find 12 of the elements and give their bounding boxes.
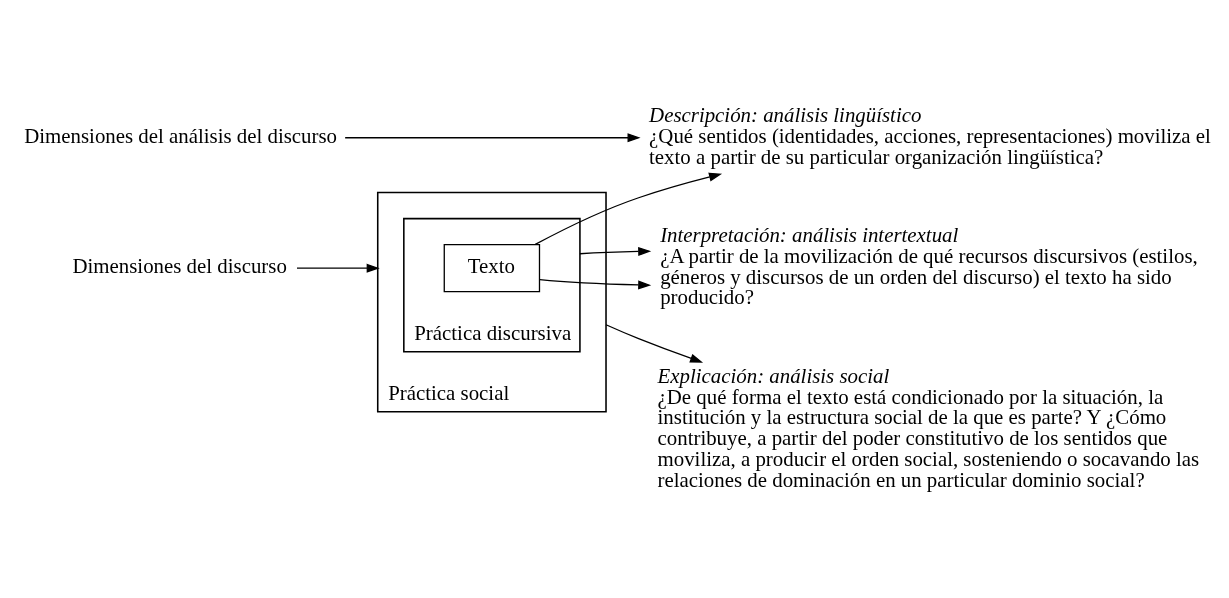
node-text: Explicación: análisis social ¿De qué forma el texto está condicionado por la situación, la institución y la estructura social de la que es parte? Y ¿Cómo contribuye, a partir del poder constitutivo de los sentidos que moviliza, a producir el orden social, sosteniendo o socavando las relaciones de dominación en un particular dominio social? (657, 363, 1200, 492)
node-text: Dimensiones del análisis del discurso (24, 123, 338, 148)
arrow (579, 246, 652, 256)
node-text: Descripción: análisis lingüístico ¿Qué sentidos (identidades, acciones, representaciones) moviliza el texto a partir de su particular organización lingüística? (649, 102, 1211, 169)
arrow (539, 278, 652, 289)
arrow (344, 132, 641, 142)
arrow (296, 263, 380, 273)
arrow (605, 323, 704, 363)
arrow (534, 172, 723, 245)
node-text: Interpretación: análisis intertextual ¿A partir de la movilización de qué recursos discursivos (estilos, géneros y discursos de un orden del discurso) el texto ha sido producido? (660, 222, 1198, 309)
node-box: Texto (443, 243, 541, 292)
node-text: Dimensiones del discurso (72, 253, 287, 278)
